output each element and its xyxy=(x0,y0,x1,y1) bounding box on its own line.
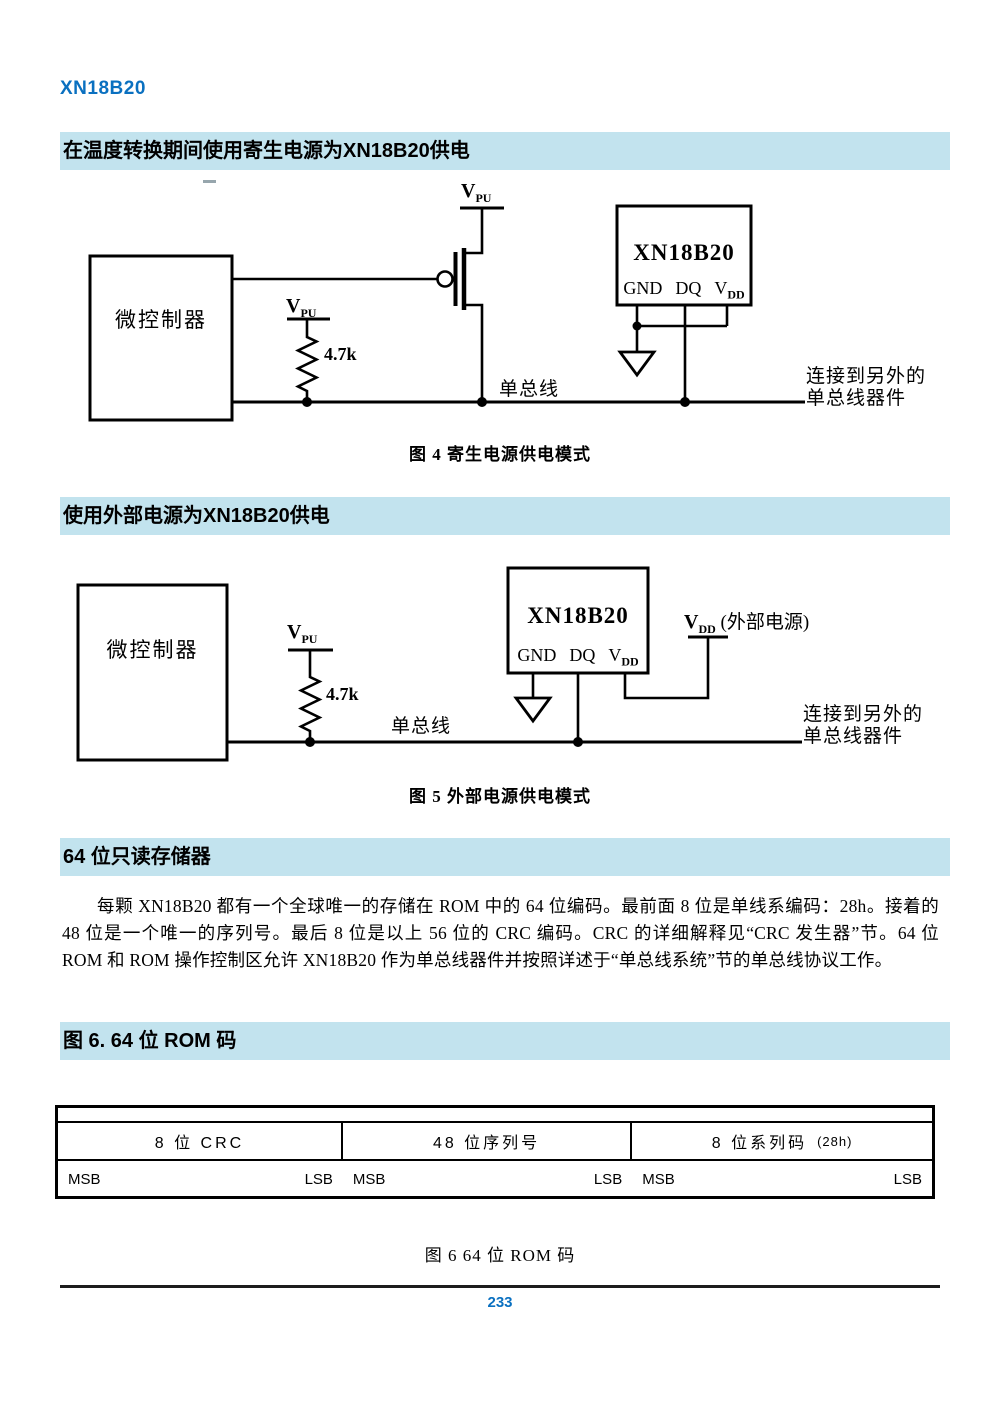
section-header-figure6-label: 图 6. 64 位 ROM 码 xyxy=(63,1030,237,1052)
fig5-pin-vdd: VDD xyxy=(608,645,639,669)
pullup-resistor xyxy=(287,317,330,402)
sensor-chip xyxy=(506,566,728,742)
figure5-circuit-diagram xyxy=(76,566,802,762)
fig4-chip-pins: GND DQ VDD xyxy=(615,278,753,303)
fig5-chip-name: XN18B20 xyxy=(527,603,629,628)
fig4-pin-dq: DQ xyxy=(675,278,702,298)
fig4-pin-vdd: VDD xyxy=(714,278,745,302)
section-header-rom-label: 64 位只读存储器 xyxy=(63,846,211,868)
section-header-parasite-power: 在温度转换期间使用寄生电源为XN18B20供电 xyxy=(60,132,950,170)
fig5-pin-gnd: GND xyxy=(517,645,557,665)
rom-table-label-row: 8 位 CRC 48 位序列号 8 位系列码 (28h) xyxy=(58,1123,932,1161)
fig5-connect-note: 连接到另外的 单总线器件 xyxy=(803,704,924,747)
ground-symbol xyxy=(617,350,657,378)
fig5-pin-dq: DQ xyxy=(569,645,596,665)
figure4-circuit-diagram xyxy=(88,204,805,422)
section-header-figure6: 图 6. 64 位 ROM 码 xyxy=(60,1022,950,1060)
fig5-external-vdd-label: VDD (外部电源) xyxy=(684,611,810,636)
page-number: 233 xyxy=(487,1294,513,1311)
footer-divider xyxy=(60,1285,940,1288)
fig5-resistor-value: 4.7k xyxy=(326,684,359,704)
fig4-chip-name: XN18B20 xyxy=(633,240,735,265)
fig5-bus-label: 单总线 xyxy=(391,716,452,737)
ground-symbol xyxy=(513,696,553,724)
mosfet-symbol xyxy=(232,206,504,402)
fig4-resistor-value: 4.7k xyxy=(324,344,357,364)
fig4-pullup-vpu-label: VPU xyxy=(286,295,317,320)
scan-artifact-dash xyxy=(203,180,216,183)
fig4-mcu-label: 微控制器 xyxy=(115,308,207,332)
sensor-chip xyxy=(615,204,753,402)
fig5-pullup-vpu-label: VPU xyxy=(287,621,318,646)
fig5-chip-pins: GND DQ VDD xyxy=(506,645,650,670)
rom-table-cell-crc: 8 位 CRC xyxy=(58,1123,343,1159)
rom-table-top-strip xyxy=(58,1108,932,1123)
mcu-box xyxy=(76,583,229,762)
fig4-mosfet-vpu-label: VPU xyxy=(461,180,492,205)
junction-dots xyxy=(305,737,583,747)
section-header-rom: 64 位只读存储器 xyxy=(60,838,950,876)
figure6-caption: 图 6 64 位 ROM 码 xyxy=(424,1246,576,1265)
fig5-mcu-label: 微控制器 xyxy=(106,638,199,662)
section-header-parasite-power-label: 在温度转换期间使用寄生电源为XN18B20供电 xyxy=(63,140,470,162)
junction-dots xyxy=(302,321,690,407)
pullup-resistor xyxy=(288,648,333,742)
mcu-box xyxy=(88,254,234,422)
brand-title: XN18B20 xyxy=(60,78,146,99)
figure4-caption: 图 4 寄生电源供电模式 xyxy=(409,445,591,464)
rom-table-cell-family: 8 位系列码 (28h) xyxy=(711,1133,853,1153)
figure5-caption: 图 5 外部电源供电模式 xyxy=(409,787,591,806)
rom-paragraph: 每颗 XN18B20 都有一个全球唯一的存储在 ROM 中的 64 位编码。最前… xyxy=(62,896,939,970)
vdd-wire xyxy=(623,637,710,700)
rom-table-family-code-hex: (28h) xyxy=(817,1133,853,1149)
fig4-pin-gnd: GND xyxy=(623,278,663,298)
rom-table-cell-serial: 48 位序列号 xyxy=(343,1123,633,1159)
section-header-external-power: 使用外部电源为XN18B20供电 xyxy=(60,497,950,535)
fig4-connect-note: 连接到另外的 单总线器件 xyxy=(806,366,927,409)
fig4-bus-label: 单总线 xyxy=(499,379,560,400)
section-header-external-power-label: 使用外部电源为XN18B20供电 xyxy=(63,505,330,527)
